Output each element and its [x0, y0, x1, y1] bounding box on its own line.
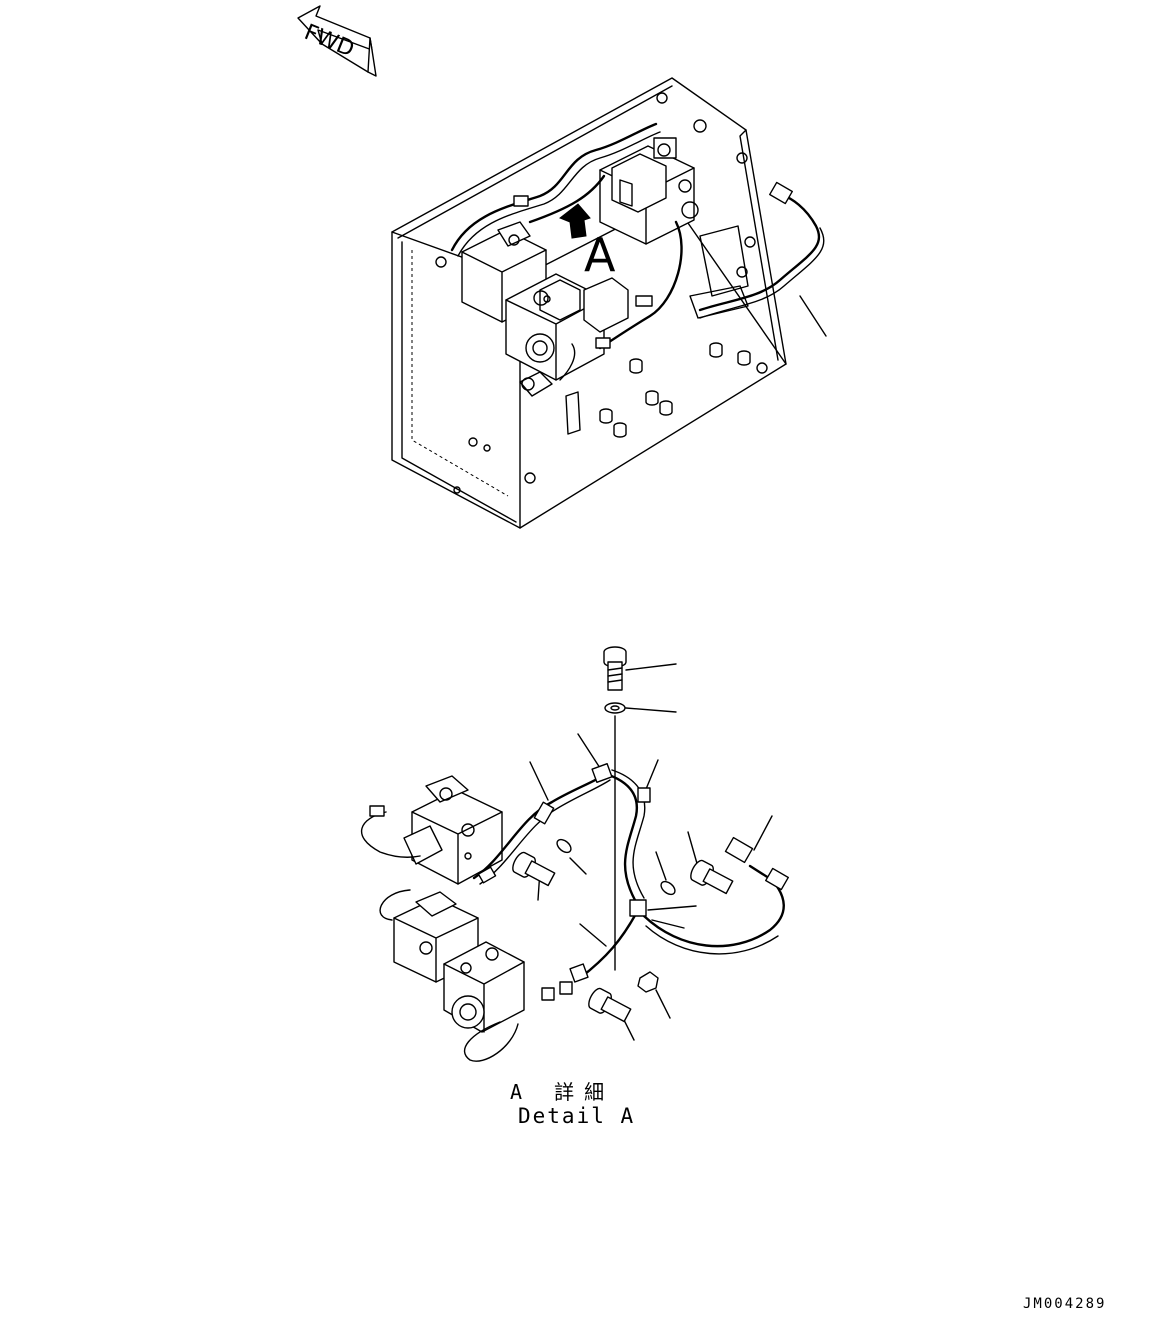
nut-icon [637, 971, 659, 993]
fwd-arrow-icon [297, 5, 377, 77]
bolt-icon [588, 987, 632, 1023]
bolt-icon [690, 859, 734, 895]
view-a-arrow-icon [559, 203, 591, 239]
detail-title-en: Detail A [518, 1104, 636, 1128]
detail-a-assembly [360, 646, 789, 1062]
view-a-label: A [584, 228, 616, 282]
bolt-icon [603, 646, 627, 691]
washer-icon [660, 880, 676, 896]
valve-box-assembly [391, 77, 827, 529]
washer-icon [604, 702, 626, 714]
detail-title-jp: A 詳細 [510, 1080, 615, 1104]
floor-studs [565, 342, 751, 438]
washer-icon [556, 838, 572, 854]
drawing-number: JM004289 [1023, 1296, 1107, 1312]
bolt-icon [512, 851, 556, 887]
